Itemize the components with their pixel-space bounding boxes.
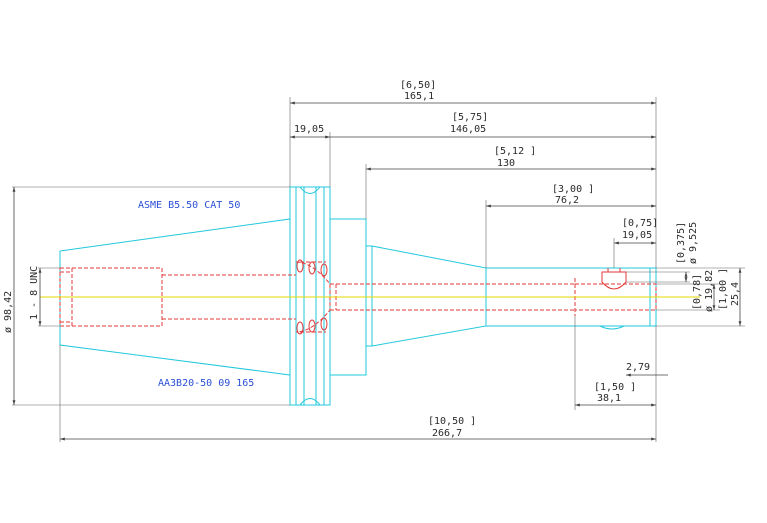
dim-flange: 19,05 xyxy=(294,124,324,135)
dim-512-in: [5,12 ] xyxy=(494,146,536,157)
dim-dia-flange: ø 98,42 xyxy=(3,291,14,333)
dim-075-mm: 19,05 xyxy=(622,230,652,241)
dim-078-mm: ø 19,82 xyxy=(704,270,715,312)
dimension-labels: [6,50] 165,1 19,05 [5,75] 146,05 [5,12 ]… xyxy=(3,80,741,439)
standard-note: ASME B5.50 CAT 50 xyxy=(138,200,240,211)
part-number-note: AA3B20-50 09 165 xyxy=(158,378,254,389)
dim-0375-mm: ø 9,525 xyxy=(688,222,699,264)
dim-100-in: [1,00 ] xyxy=(718,268,729,310)
dim-078-in: [0,78] xyxy=(692,274,703,310)
dim-total-in: [6,50] xyxy=(400,80,436,91)
dim-total-mm: 165,1 xyxy=(404,91,434,102)
dim-100-mm: 25,4 xyxy=(730,282,741,306)
dim-279: 2,79 xyxy=(626,362,650,373)
dim-150-mm: 38,1 xyxy=(597,393,621,404)
dim-300-mm: 76,2 xyxy=(555,195,579,206)
dim-300-in: [3,00 ] xyxy=(552,184,594,195)
dim-1050-in: [10,50 ] xyxy=(428,416,476,427)
dim-1050-mm: 266,7 xyxy=(432,428,462,439)
tool-holder-outline xyxy=(59,186,657,406)
dim-thread: 1 - 8 UNC xyxy=(29,266,40,320)
dim-575-mm: 146,05 xyxy=(450,124,486,135)
dim-150-in: [1,50 ] xyxy=(594,382,636,393)
dim-0375-in: [0,375] xyxy=(676,222,687,264)
dimension-lines xyxy=(12,101,742,441)
dim-075-in: [0,75] xyxy=(622,218,658,229)
dim-512-mm: 130 xyxy=(497,158,515,169)
dim-575-in: [5,75] xyxy=(452,112,488,123)
extension-lines xyxy=(12,97,745,442)
